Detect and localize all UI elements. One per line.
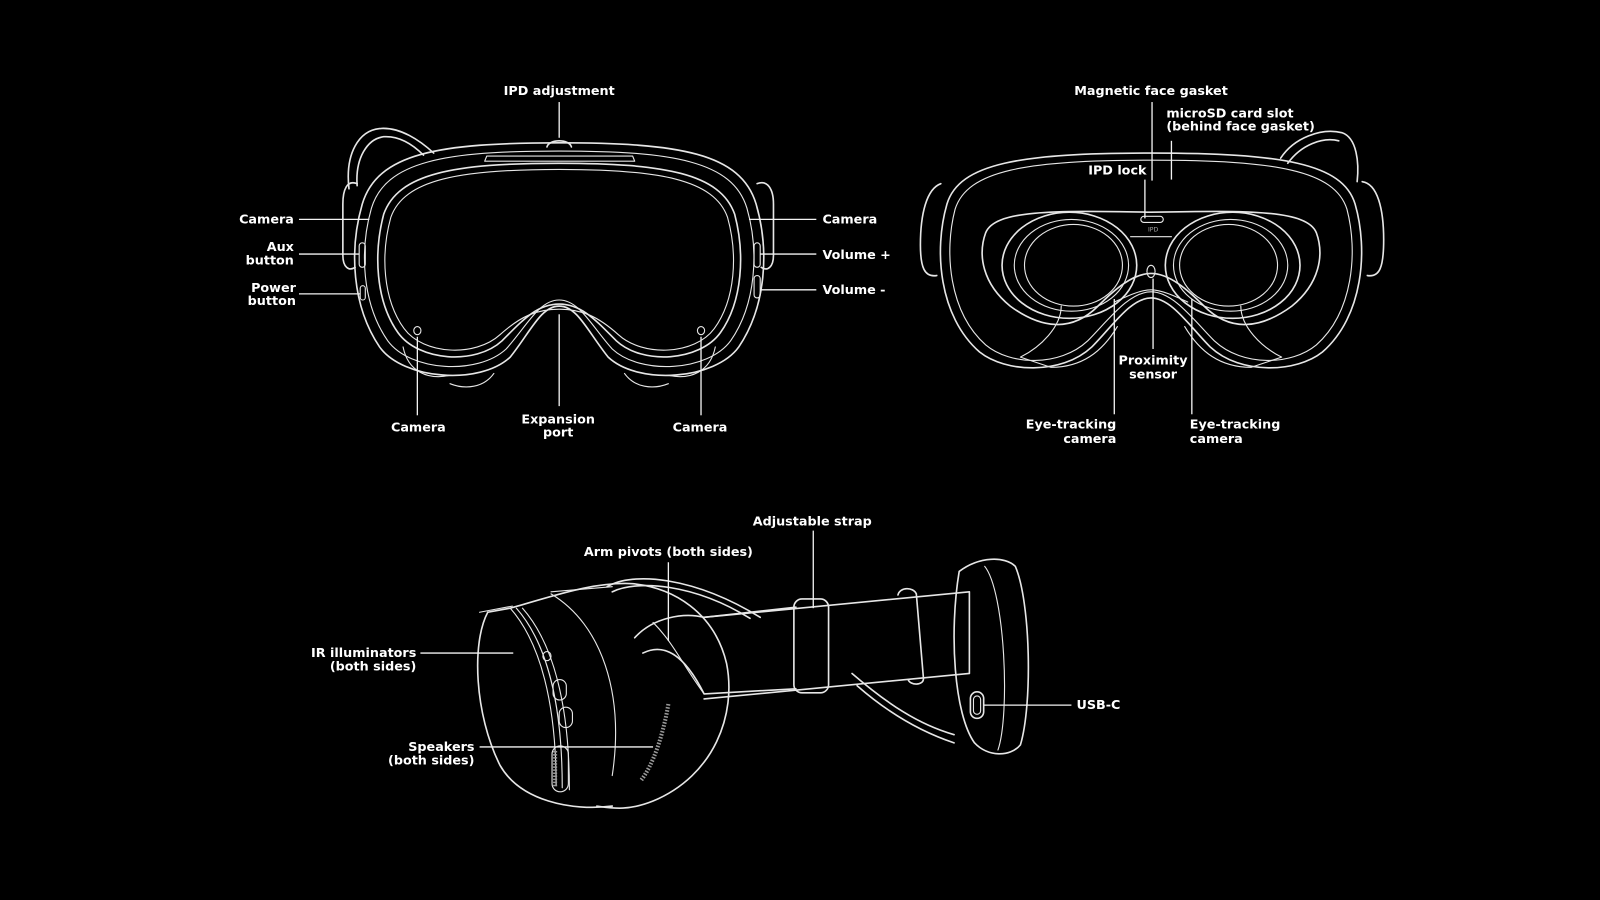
label-microsd-line1: microSD card slot: [1166, 106, 1293, 121]
ipd-marking: IPD: [1148, 227, 1158, 234]
label-ir-illuminators-line1: IR illuminators: [311, 646, 416, 661]
label-proximity-sensor-line1: Proximity: [1119, 353, 1189, 368]
label-speakers-line2: (both sides): [388, 753, 474, 768]
label-ipd-adjustment: IPD adjustment: [504, 84, 615, 99]
side-view-leaders: [420, 530, 1072, 748]
label-aux-button-line1: Aux: [267, 240, 295, 255]
label-eye-tracking-left-line2: camera: [1063, 432, 1116, 447]
label-camera-bottom-left: Camera: [391, 421, 446, 436]
back-view-leaders: [1113, 102, 1193, 415]
label-power-button-line2: button: [248, 294, 296, 309]
label-camera-left: Camera: [239, 212, 294, 227]
label-eye-tracking-right-line1: Eye-tracking: [1190, 418, 1281, 433]
back-view-drawing: IPD: [919, 130, 1385, 369]
label-speakers-line1: Speakers: [408, 740, 474, 755]
label-proximity-sensor-line2: sensor: [1129, 368, 1178, 383]
front-view-labels: IPD adjustment Camera Aux button Power b…: [239, 84, 891, 441]
label-ipd-lock: IPD lock: [1088, 163, 1147, 178]
label-adjustable-strap: Adjustable strap: [753, 515, 872, 530]
label-magnetic-face-gasket: Magnetic face gasket: [1074, 84, 1228, 99]
label-eye-tracking-right-line2: camera: [1190, 432, 1243, 447]
label-expansion-port-line1: Expansion: [521, 412, 595, 427]
label-arm-pivots: Arm pivots (both sides): [584, 545, 753, 560]
label-power-button-line1: Power: [251, 281, 297, 296]
label-volume-down: Volume -: [822, 283, 885, 298]
label-camera-right: Camera: [822, 212, 877, 227]
side-view-labels: Adjustable strap Arm pivots (both sides)…: [311, 515, 1120, 769]
label-expansion-port-line2: port: [543, 426, 573, 441]
label-aux-button-line2: button: [246, 253, 294, 268]
label-microsd-line2: (behind face gasket): [1166, 120, 1315, 135]
front-view-drawing: [342, 127, 775, 388]
front-view-leaders: [298, 102, 817, 416]
label-volume-up: Volume +: [822, 248, 890, 263]
label-camera-bottom-right: Camera: [673, 421, 728, 436]
side-view-drawing: [476, 558, 1030, 809]
label-usb-c: USB-C: [1077, 698, 1121, 713]
label-ir-illuminators-line2: (both sides): [330, 659, 416, 674]
label-eye-tracking-left-line1: Eye-tracking: [1026, 418, 1117, 433]
back-view-labels: Magnetic face gasket microSD card slot (…: [1026, 84, 1315, 447]
